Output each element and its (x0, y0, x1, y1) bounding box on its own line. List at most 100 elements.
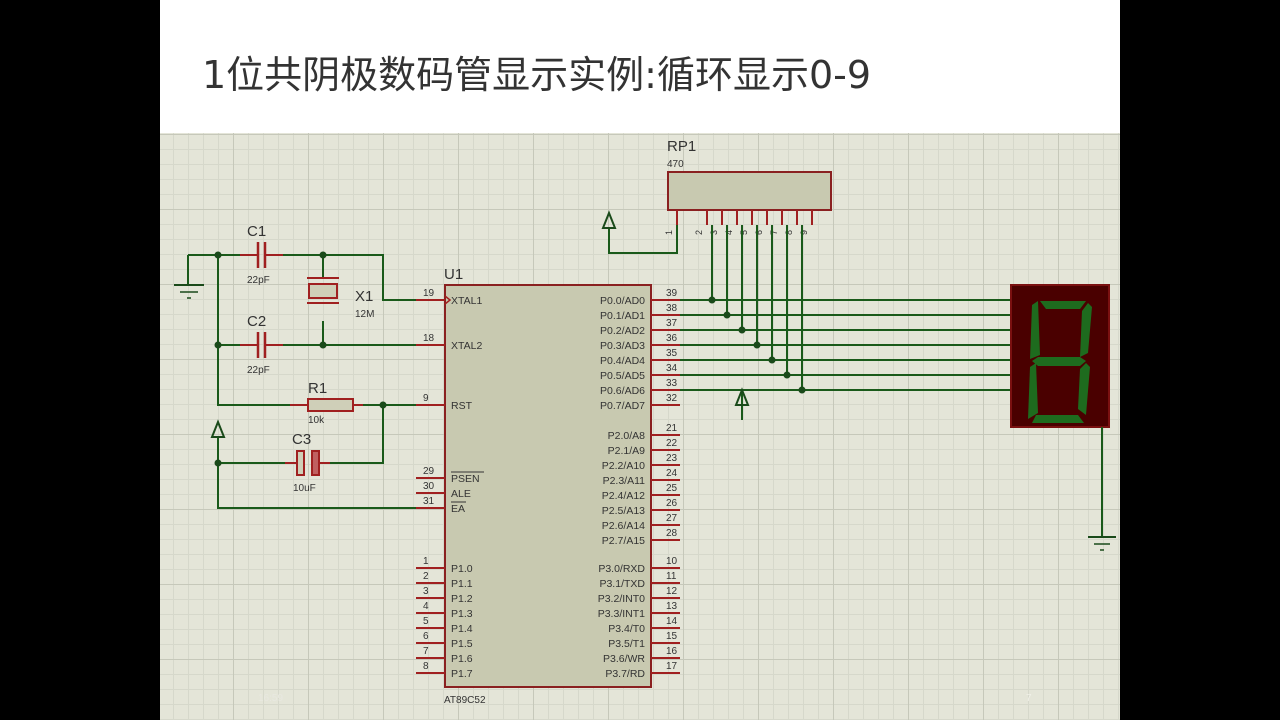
u1-pin-number: 5 (423, 616, 429, 627)
u1-pin-name: P1.3 (451, 608, 473, 620)
u1-pin-number: 34 (666, 363, 678, 374)
crystal-x1[interactable]: X1 12M (307, 277, 374, 320)
display-segment (1028, 363, 1038, 419)
u1-pin-name: P3.0/RXD (598, 563, 645, 575)
junction-dot (768, 356, 776, 364)
u1-pin-number: 18 (423, 333, 435, 344)
u1-pin-number: 6 (423, 631, 429, 642)
u1-pin-number: 31 (423, 496, 435, 507)
junction-dot (214, 459, 222, 467)
c2-value: 22pF (247, 365, 270, 376)
u1-pin-number: 27 (666, 513, 678, 524)
c3-ref: C3 (292, 431, 311, 448)
u1-pin-name: P3.5/T1 (608, 638, 645, 650)
u1-pin-number: 12 (666, 586, 678, 597)
u1-pin-name: P0.1/AD1 (600, 310, 645, 322)
junction-dot (723, 311, 731, 319)
u1-pin-number: 25 (666, 483, 678, 494)
rp1-pin-number: 6 (754, 230, 764, 235)
u1-pin-number: 37 (666, 318, 678, 329)
display-segment (1078, 363, 1090, 415)
rp1-ref: RP1 (667, 138, 696, 155)
u1-pin-name: ALE (451, 488, 471, 500)
display-segment (1040, 301, 1086, 309)
u1-pin-number: 24 (666, 468, 678, 479)
u1-pin-name: P3.2/INT0 (598, 593, 645, 605)
u1-pin-name: P2.3/A11 (603, 475, 646, 487)
presentation-slide: 1位共阴极数码管显示实例:循环显示0-9 (160, 0, 1120, 720)
rp1-pin-number: 4 (724, 230, 734, 235)
port0-bus-wires (680, 225, 1011, 394)
u1-pin-name: P0.4/AD4 (600, 355, 645, 367)
rp1-pin-number: 2 (694, 230, 704, 235)
u1-pin-name: P1.6 (451, 653, 473, 665)
u1-pin-number: 28 (666, 528, 678, 539)
u1-pin-name: P1.4 (451, 623, 473, 635)
u1-pin-name: P2.2/A10 (602, 460, 645, 472)
u1-pin-name: RST (451, 400, 473, 412)
display-segment (1032, 415, 1084, 423)
page-number: 7 (1026, 693, 1032, 704)
u1-pin-number: 32 (666, 393, 678, 404)
junction-dot (214, 341, 222, 349)
u1-pin-number: 10 (666, 556, 678, 567)
u1-pin-number: 17 (666, 661, 678, 672)
u1-pin-name: XTAL2 (451, 340, 482, 352)
u1-pin-number: 23 (666, 453, 678, 464)
u1-pin-number: 26 (666, 498, 678, 509)
junction-dot (379, 401, 387, 409)
ground-symbol-left (174, 255, 204, 299)
junction-dot (708, 296, 716, 304)
u1-pin-name: P0.0/AD0 (600, 295, 645, 307)
u1-pin-number: 29 (423, 466, 435, 477)
x1-ref: X1 (355, 288, 373, 305)
seven-segment-display[interactable] (1010, 284, 1110, 428)
slide-title: 1位共阴极数码管显示实例:循环显示0-9 (202, 53, 872, 97)
u1-pin-name: P3.3/INT1 (598, 608, 645, 620)
u1-pin-name: P0.6/AD6 (600, 385, 645, 397)
u1-pin-number: 21 (666, 423, 678, 434)
u1-pin-number: 22 (666, 438, 678, 449)
u1-pin-number: 30 (423, 481, 435, 492)
u1-pin-number: 11 (666, 571, 677, 582)
display-segment (1032, 357, 1086, 366)
u1-pin-name: P0.3/AD3 (600, 340, 645, 352)
rp1-pin-number: 5 (739, 230, 749, 235)
mcu-u1[interactable]: U1 AT89C52 19XTAL118XTAL29RST29PSEN30ALE… (416, 266, 680, 706)
u1-pin-name: P3.6/WR (603, 653, 645, 665)
time-watermark: 16:59 (258, 693, 283, 704)
ground-symbol-right (1088, 536, 1116, 551)
u1-pin-number: 36 (666, 333, 678, 344)
junction-dot (319, 251, 327, 259)
schematic-diagram: C1 22pF C2 22pF X1 12M (174, 138, 1116, 706)
u1-pin-name: P0.7/AD7 (600, 400, 645, 412)
u1-pin-number: 14 (666, 616, 678, 627)
display-digit (1028, 301, 1092, 423)
junction-dot (798, 386, 806, 394)
u1-pin-number: 2 (423, 571, 429, 582)
schematic-canvas[interactable]: C1 22pF C2 22pF X1 12M (160, 133, 1120, 720)
u1-pin-name: P2.0/A8 (608, 430, 646, 442)
u1-pin-name: P1.5 (451, 638, 473, 650)
wire-c3 (321, 405, 384, 464)
c2-ref: C2 (247, 313, 266, 330)
capacitor-c2[interactable]: C2 22pF (240, 313, 283, 376)
u1-pin-name: P2.4/A12 (602, 490, 645, 502)
u1-pin-name: EA (451, 503, 465, 515)
u1-pin-name: P2.1/A9 (608, 445, 646, 457)
rp1-pin-number: 7 (769, 230, 779, 235)
u1-pin-name: P2.5/A13 (602, 505, 645, 517)
wire-c1-x1 (273, 254, 416, 301)
x1-value: 12M (355, 309, 374, 320)
junction-dot (753, 341, 761, 349)
u1-pin-number: 19 (423, 288, 435, 299)
u1-pin-name: P3.7/RD (605, 668, 645, 680)
capacitor-c1[interactable]: C1 22pF (240, 223, 283, 286)
resistor-r1[interactable]: R1 10k (290, 380, 363, 426)
u1-pin-name: P2.6/A14 (602, 520, 645, 532)
u1-pin-number: 7 (423, 646, 429, 657)
u1-pin-number: 13 (666, 601, 678, 612)
r1-ref: R1 (308, 380, 327, 397)
capacitor-c3[interactable]: C3 10uF (285, 431, 330, 494)
